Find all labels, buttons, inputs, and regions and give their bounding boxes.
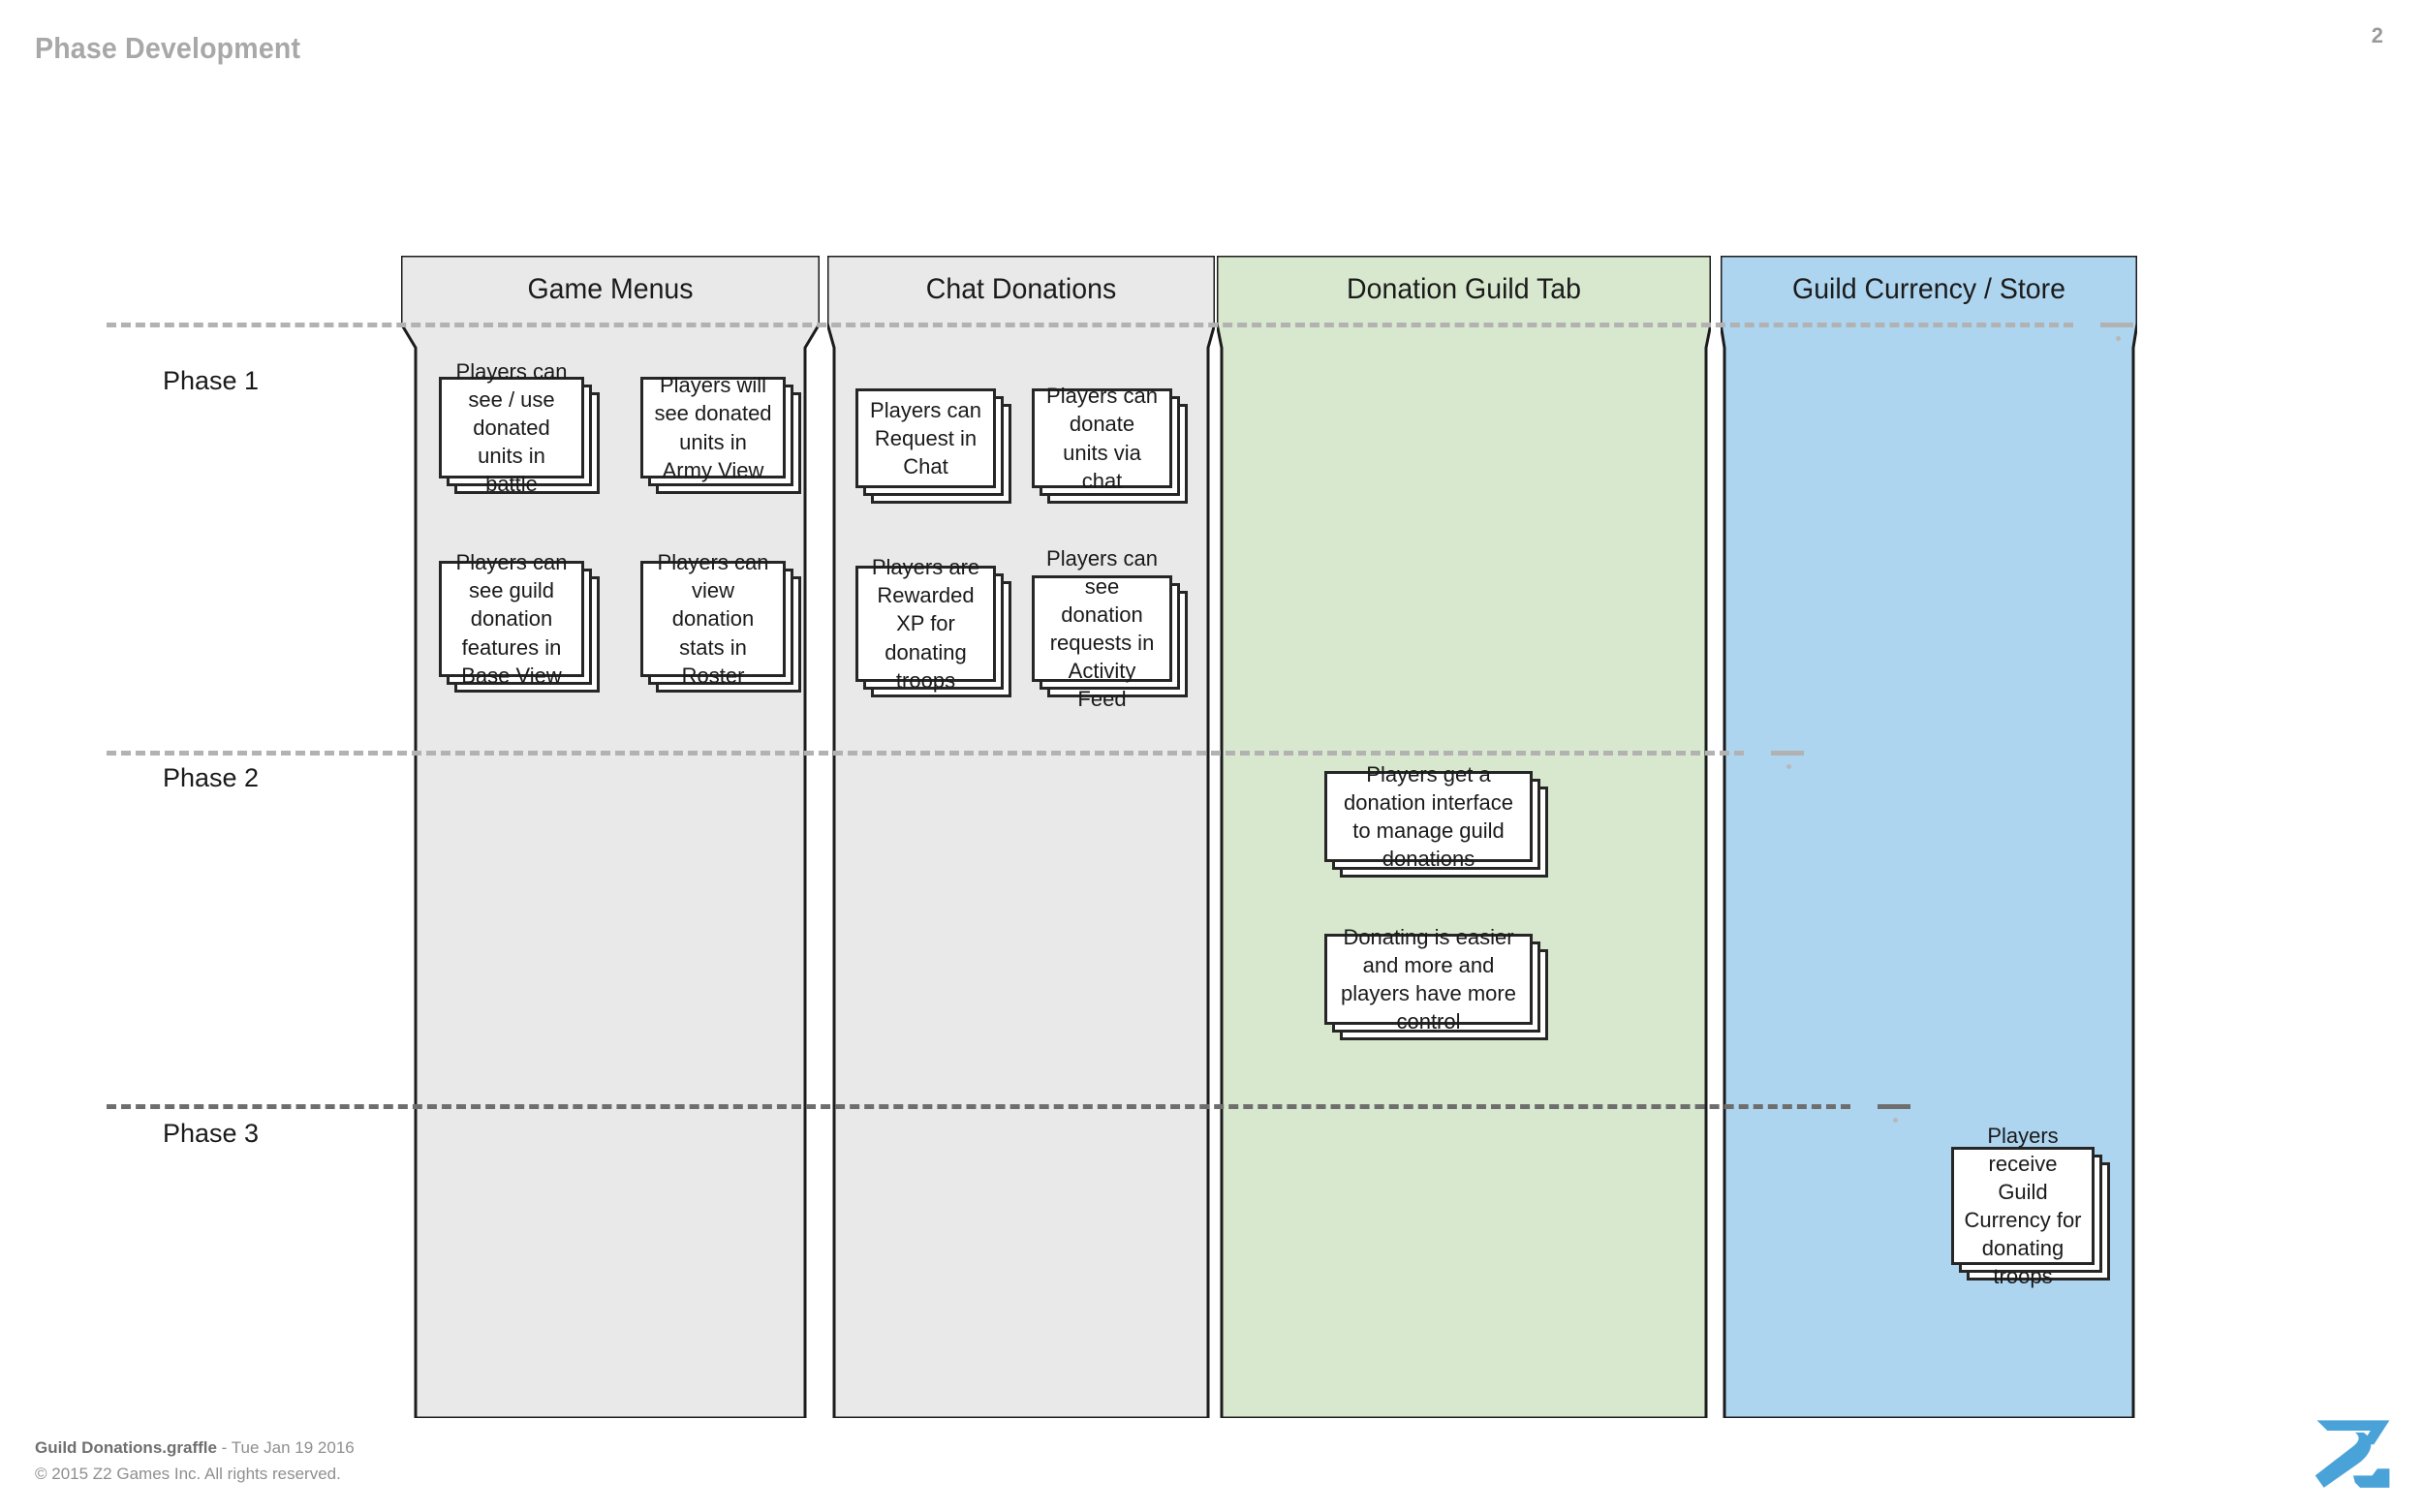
sticky-note-text: Players can view donation stats in Roste… — [657, 550, 769, 688]
sticky-note[interactable]: Players can see / use donated units in b… — [439, 358, 602, 496]
phase-1-divider — [107, 323, 2073, 327]
phase-3-divider-tick — [1893, 1118, 1898, 1123]
sticky-note[interactable]: Donating is easier and more and players … — [1324, 924, 1550, 1042]
phase-3-divider — [107, 1104, 1850, 1109]
sticky-note[interactable]: Players can see donation requests in Act… — [1032, 545, 1190, 712]
sticky-note-sheet-1: Players get a donation interface to mana… — [1324, 761, 1533, 872]
sticky-note-sheet-1: Players can see donation requests in Act… — [1032, 545, 1172, 712]
phase-2-divider — [107, 751, 1744, 756]
sticky-note-sheet-1: Donating is easier and more and players … — [1324, 924, 1533, 1034]
phase-label-3: Phase 3 — [163, 1119, 260, 1148]
swimlane-title-chat-donations: Chat Donations — [925, 273, 1117, 305]
sticky-note[interactable]: Players will see donated units in Army V… — [640, 373, 803, 496]
swimlane-notes-donation-guild-tab: Players get a donation interface to mana… — [1222, 256, 1706, 1418]
page-title: Phase Development — [35, 31, 301, 65]
phase-1-divider-tail — [2100, 323, 2133, 327]
sticky-note-sheet-1: Players can see / use donated units in b… — [439, 358, 584, 496]
sticky-note[interactable]: Players can donate units via chat — [1032, 384, 1190, 506]
sticky-note-text: Players can see / use donated units in b… — [455, 358, 568, 496]
sticky-note[interactable]: Players can Request in Chat — [855, 388, 1013, 506]
phase-2-divider-tail — [1771, 751, 1804, 756]
sticky-note-text: Players can see donation requests in Act… — [1046, 545, 1158, 712]
sticky-note-text: Players can donate units via chat — [1046, 384, 1158, 493]
sticky-note-text: Players will see donated units in Army V… — [654, 373, 772, 482]
sticky-note-text: Players receive Guild Currency for donat… — [1964, 1123, 2082, 1288]
swimlane-notes-guild-currency-store: Players receive Guild Currency for donat… — [1724, 256, 2133, 1418]
footer: Guild Donations.graffle - Tue Jan 19 201… — [35, 1435, 355, 1487]
footer-copyright: © 2015 Z2 Games Inc. All rights reserved… — [35, 1464, 341, 1483]
swimlane-shape-chat-donations — [827, 256, 1215, 1418]
sticky-note[interactable]: Players receive Guild Currency for donat… — [1951, 1123, 2112, 1288]
swimlane-notes-game-menus: Players can see / use donated units in b… — [416, 256, 805, 1418]
swimlane-notes-chat-donations: Players can Request in Chat Players can d… — [834, 256, 1208, 1418]
footer-file-name: Guild Donations.graffle — [35, 1438, 217, 1458]
phase-3-divider-tail — [1878, 1104, 1910, 1109]
sticky-note-sheet-1: Players are Rewarded XP for donating tro… — [855, 555, 996, 693]
sticky-note-sheet-1: Players can see guild donation features … — [439, 550, 584, 688]
footer-separator: - — [216, 1438, 232, 1458]
sticky-note[interactable]: Players get a donation interface to mana… — [1324, 761, 1550, 879]
z2-games-logo — [2310, 1415, 2397, 1495]
sticky-note-text: Players get a donation interface to mana… — [1344, 761, 1513, 872]
sticky-note[interactable]: Players are Rewarded XP for donating tro… — [855, 555, 1013, 699]
footer-date: Tue Jan 19 2016 — [231, 1438, 355, 1458]
sticky-note-sheet-1: Players receive Guild Currency for donat… — [1951, 1123, 2095, 1288]
sticky-note-text: Players can see guild donation features … — [455, 550, 568, 688]
sticky-note-sheet-1: Players can donate units via chat — [1032, 384, 1172, 493]
phase-1-divider-tick — [2116, 336, 2121, 341]
sticky-note[interactable]: Players can see guild donation features … — [439, 550, 602, 694]
footer-file-line: Guild Donations.graffle - Tue Jan 19 201… — [35, 1435, 355, 1461]
sticky-note-sheet-1: Players will see donated units in Army V… — [640, 373, 786, 482]
sticky-note-text: Players can Request in Chat — [870, 397, 981, 479]
phase-label-2: Phase 2 — [163, 763, 260, 792]
sticky-note[interactable]: Players can view donation stats in Roste… — [640, 550, 803, 694]
phase-2-divider-tick — [1786, 764, 1791, 769]
swimlane-title-game-menus: Game Menus — [527, 273, 694, 305]
swimlane-title-guild-currency-store: Guild Currency / Store — [1792, 273, 2065, 305]
swimlane-shape-guild-currency-store — [1721, 256, 2137, 1418]
swimlane-shape-game-menus — [401, 256, 820, 1418]
page-number: 2 — [2371, 23, 2383, 47]
swimlane-title-donation-guild-tab: Donation Guild Tab — [1347, 273, 1581, 305]
sticky-note-text: Players are Rewarded XP for donating tro… — [871, 555, 980, 693]
sticky-note-text: Donating is easier and more and players … — [1341, 924, 1516, 1034]
phase-label-1: Phase 1 — [163, 366, 260, 395]
sticky-note-sheet-1: Players can Request in Chat — [855, 388, 996, 488]
sticky-note-sheet-1: Players can view donation stats in Roste… — [640, 550, 786, 688]
